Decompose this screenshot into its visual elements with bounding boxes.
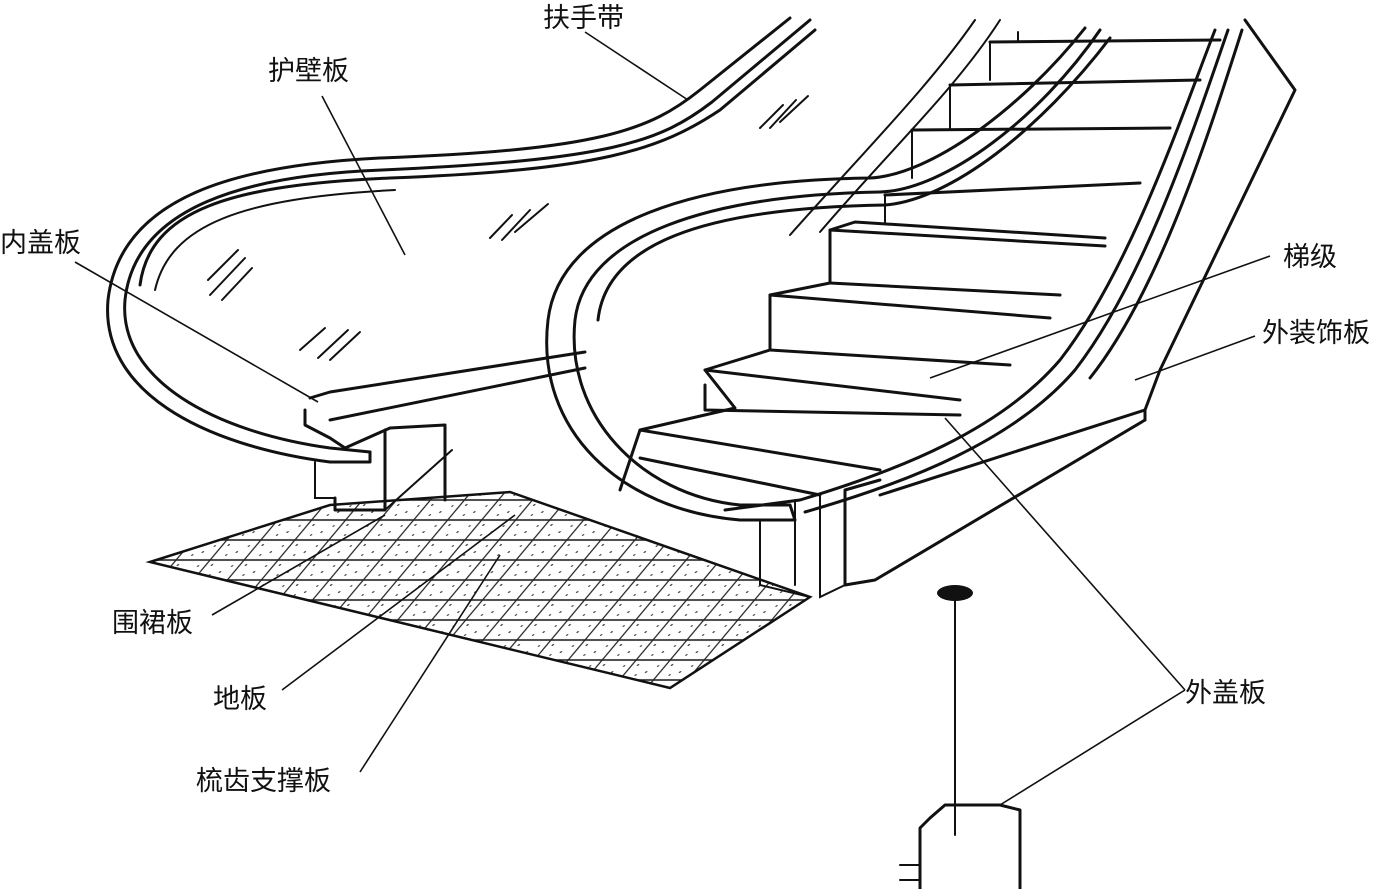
left-deck-shape xyxy=(303,350,587,512)
label-comb-plate: 梳齿支撑板 xyxy=(196,766,331,797)
right-handrail xyxy=(545,19,1244,522)
label-inner-deck: 内盖板 xyxy=(0,228,81,259)
glass-reflection-marks xyxy=(207,95,809,361)
left-handrail xyxy=(106,16,817,464)
outer-deck-detail xyxy=(899,585,1022,889)
label-exterior-panel: 外装饰板 xyxy=(1262,318,1370,349)
label-guard-panel: 护壁板 xyxy=(268,56,349,87)
steps xyxy=(618,31,1222,497)
label-floor: 地板 xyxy=(213,684,267,715)
label-step: 梯级 xyxy=(1283,242,1337,273)
floor-plate xyxy=(145,490,813,690)
leader-lines xyxy=(74,31,1271,806)
label-skirt-panel: 围裙板 xyxy=(112,608,193,639)
label-handrail: 扶手带 xyxy=(543,3,624,34)
label-outer-deck: 外盖板 xyxy=(1185,678,1266,709)
